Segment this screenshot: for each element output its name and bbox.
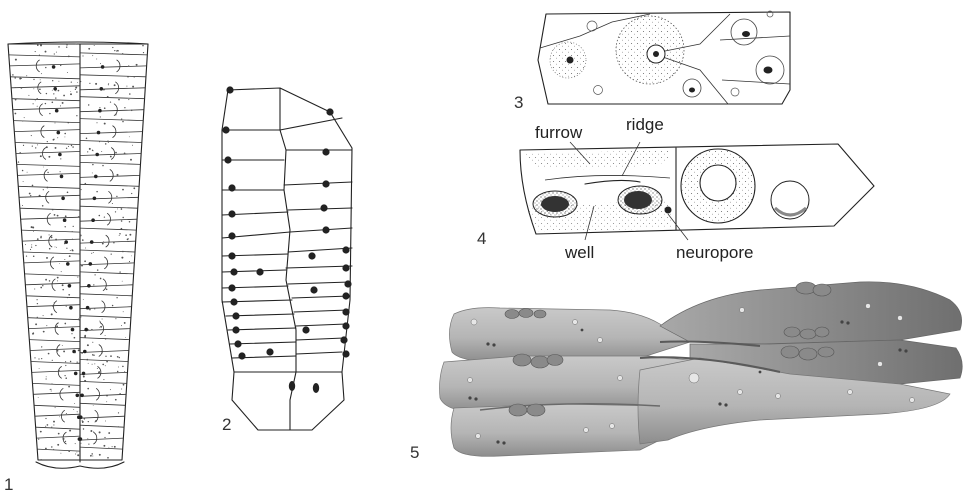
figure-number-1: 1 bbox=[4, 475, 13, 494]
figure-3-cell bbox=[538, 11, 790, 104]
figure-4-cell bbox=[520, 142, 874, 240]
figure-number-5: 5 bbox=[410, 443, 419, 462]
figure-5-plates bbox=[440, 282, 963, 457]
figure-number-3: 3 bbox=[514, 93, 523, 112]
label-neuropore: neuropore bbox=[676, 243, 754, 262]
figure-2-cell-column bbox=[222, 86, 352, 430]
label-furrow: furrow bbox=[535, 123, 583, 142]
figure-number-4: 4 bbox=[477, 229, 486, 248]
label-ridge: ridge bbox=[626, 115, 664, 134]
label-well: well bbox=[564, 243, 594, 262]
figure-1-cell-column bbox=[8, 42, 148, 468]
figure-number-2: 2 bbox=[222, 415, 231, 434]
